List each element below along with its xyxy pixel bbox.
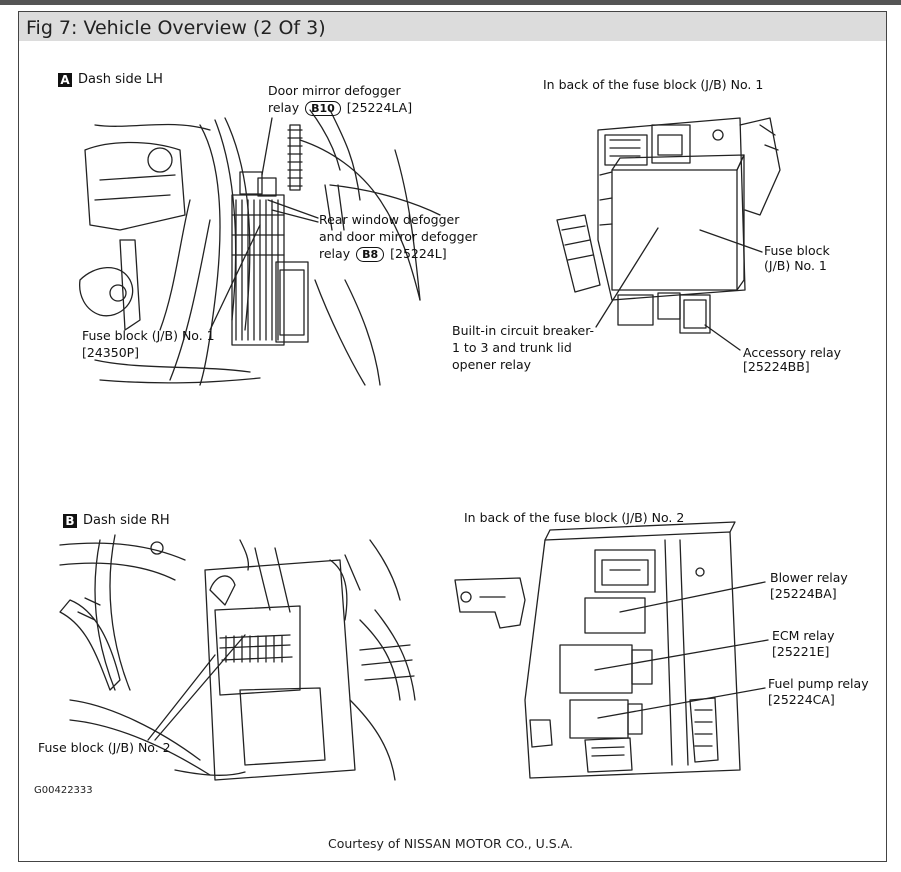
rear-window-relay-prefix: relay [319, 246, 351, 261]
dash-rh-illustration [59, 534, 416, 781]
panel-b-back-heading: In back of the fuse block (J/B) No. 2 [464, 510, 685, 525]
rear-window-relay-label-line2: and door mirror defogger [319, 229, 478, 244]
ecm-relay-label-line1: ECM relay [772, 628, 835, 643]
panel-b-leader-lines [147, 634, 246, 741]
panel-a-back-leader-lines [595, 227, 763, 351]
accessory-relay-label-line2: [25224BB] [743, 359, 810, 374]
panel-a-badge: A [58, 72, 72, 87]
panel-a-title: Dash side LH [78, 72, 163, 87]
fuse-block-1-label-line1: Fuse block (J/B) No. 1 [82, 328, 215, 343]
circuit-breaker-label-line2: 1 to 3 and trunk lid [452, 340, 572, 355]
fuel-pump-relay-label-line1: Fuel pump relay [768, 676, 869, 691]
door-mirror-relay-label-line2: relay B10 [25224LA] [268, 100, 412, 116]
panel-a-back-heading: In back of the fuse block (J/B) No. 1 [543, 77, 764, 92]
figure-credit: Courtesy of NISSAN MOTOR CO., U.S.A. [327, 836, 574, 851]
fuel-pump-relay-label-line2: [25224CA] [768, 692, 835, 707]
fuse-block-1-illustration [556, 117, 781, 334]
fuse-block-no1-label-line2: (J/B) No. 1 [764, 258, 827, 273]
blower-relay-label-line1: Blower relay [770, 570, 848, 585]
door-mirror-relay-part: [25224LA] [346, 100, 413, 115]
panel-b-heading: B Dash side RH [63, 513, 170, 528]
blower-relay-label-line2: [25224BA] [770, 586, 837, 601]
accessory-relay-label-line1: Accessory relay [743, 345, 842, 360]
panel-a-leader-lines [209, 117, 319, 331]
door-mirror-relay-label-line1: Door mirror defogger [268, 83, 401, 98]
window-top-bar [0, 0, 901, 5]
figure-title: Fig 7: Vehicle Overview (2 Of 3) [26, 17, 326, 39]
fuse-block-2-label: Fuse block (J/B) No. 2 [38, 740, 171, 755]
rear-window-relay-part: [25224L] [390, 246, 447, 261]
circuit-breaker-label-line1: Built-in circuit breaker- [452, 323, 595, 338]
ecm-relay-label-line2: [25221E] [772, 644, 830, 659]
rear-window-relay-label-line3: relay B8 [25224L] [319, 246, 447, 262]
relay-tag-b10: B10 [305, 101, 341, 116]
figure-code: G00422333 [34, 785, 93, 796]
figure-frame [18, 11, 887, 862]
fuse-block-no1-label-line1: Fuse block [764, 243, 830, 258]
title-bar [19, 12, 886, 41]
relay-tag-b8: B8 [356, 247, 385, 262]
circuit-breaker-label-line3: opener relay [452, 357, 532, 372]
door-mirror-relay-prefix: relay [268, 100, 300, 115]
fuse-block-2-illustration [454, 521, 741, 779]
panel-b-back-leader-lines [594, 581, 769, 719]
panel-a-heading: A Dash side LH [58, 72, 163, 87]
panel-b-title: Dash side RH [83, 513, 170, 528]
dash-lh-illustration [79, 109, 441, 386]
rear-window-relay-label-line1: Rear window defogger [319, 212, 460, 227]
panel-b-badge: B [63, 513, 77, 528]
fuse-block-1-label-line2: [24350P] [82, 345, 140, 360]
